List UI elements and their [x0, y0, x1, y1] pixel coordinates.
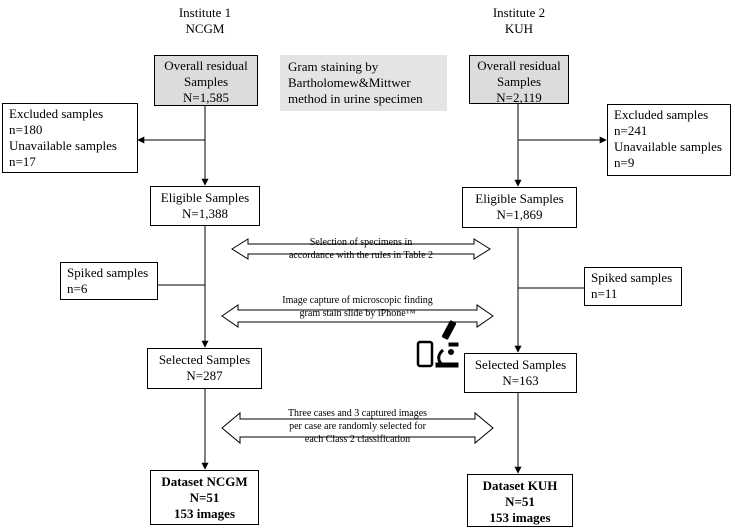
institute1-spiked-box: Spiked samples n=6 — [60, 262, 158, 300]
double-arrow-random — [221, 411, 494, 445]
institute2-header: Institute 2 KUH — [469, 5, 569, 37]
institute1-overall-box: Overall residual Samples N=1,585 — [154, 55, 258, 106]
institute2-dataset-box: Dataset KUH N=51 153 images — [467, 474, 573, 527]
gram-staining-note: Gram staining by Bartholomew&Mittwer met… — [280, 55, 447, 111]
selection-criteria-label: Selection of specimens in accordance wit… — [288, 237, 434, 261]
institute2-abbrev: KUH — [504, 21, 534, 36]
smartphone-icon — [416, 340, 434, 368]
institute1-excluded-box: Excluded samples n=180 Unavailable sampl… — [2, 103, 138, 173]
double-arrow-selection — [231, 238, 491, 260]
institute2-excluded-box: Excluded samples n=241 Unavailable sampl… — [607, 104, 731, 176]
institute2-eligible-box: Eligible Samples N=1,869 — [462, 187, 577, 228]
institute2-overall-box: Overall residual Samples N=2,119 — [469, 55, 569, 105]
microscope-icon — [435, 320, 459, 368]
institute1-abbrev: NCGM — [185, 21, 225, 36]
institute2-name: Institute 2 — [492, 5, 546, 20]
random-selection-label: Three cases and 3 captured images per ca… — [287, 408, 428, 445]
institute1-eligible-box: Eligible Samples N=1,388 — [150, 186, 260, 226]
institute1-dataset-box: Dataset NCGM N=51 153 images — [150, 470, 259, 525]
institute1-header: Institute 1 NCGM — [155, 5, 255, 37]
institute2-selected-box: Selected Samples N=163 — [464, 353, 577, 393]
institute1-selected-box: Selected Samples N=287 — [147, 348, 262, 389]
institute1-name: Institute 1 — [178, 5, 232, 20]
double-arrow-capture — [221, 304, 494, 328]
institute2-spiked-box: Spiked samples n=11 — [584, 267, 682, 306]
image-capture-label: Image capture of microscopic finding gra… — [282, 295, 433, 319]
